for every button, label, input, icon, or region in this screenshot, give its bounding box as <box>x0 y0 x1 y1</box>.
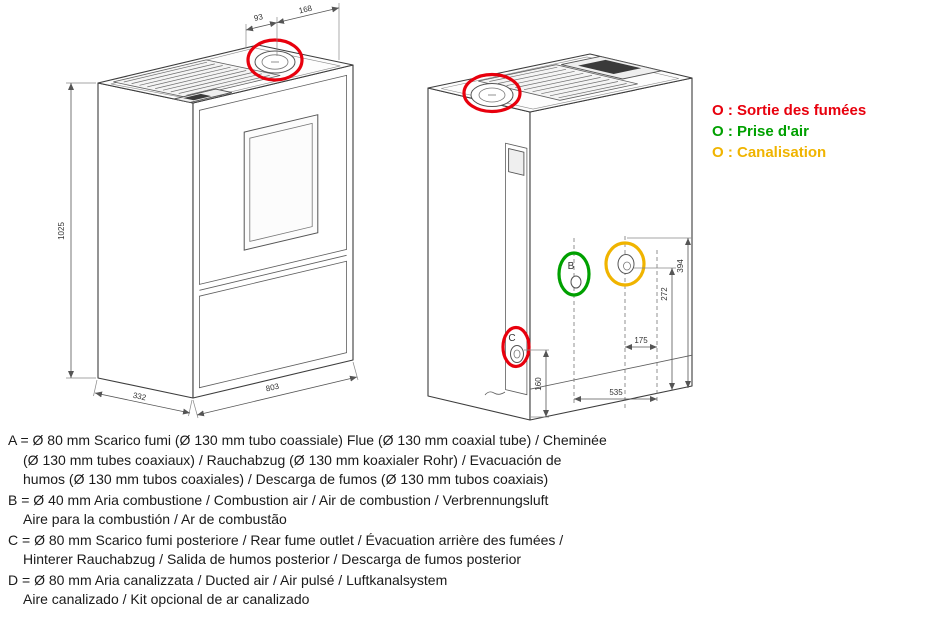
note-c: C = Ø 80 mm Scarico fumi posteriore / Re… <box>8 531 564 568</box>
flue-outlet-a-rear-view <box>470 83 514 107</box>
note-b: B = Ø 40 mm Aria combustione / Combustio… <box>8 491 549 528</box>
flue-outlet-a <box>254 50 296 74</box>
dim-outlet-d-offset: 175 <box>634 336 648 345</box>
legend-ducting: O : Canalisation <box>712 144 827 161</box>
control-panel <box>173 88 232 103</box>
stove-front-view: 93 168 1025 803 332 <box>57 3 359 419</box>
outlet-b-highlight-ring <box>557 251 591 297</box>
dim-flue-offset-a: 93 <box>253 12 264 23</box>
display-screen-rear-view <box>578 59 642 74</box>
pedestal-panel <box>198 260 348 389</box>
side-panel <box>97 82 194 399</box>
dim-flue-offset-b: 168 <box>298 4 314 16</box>
color-legend: O : Sortie des fumées O : Prise d'air O … <box>712 100 866 163</box>
display-screen <box>183 93 212 101</box>
stove-rear-view: C B 394 272 175 535 <box>427 53 693 421</box>
dim-width: 803 <box>265 382 281 394</box>
dim-height: 1025 <box>57 222 66 240</box>
note-a: A = Ø 80 mm Scarico fumi (Ø 130 mm tubo … <box>8 432 607 487</box>
callout-letter-c: C <box>508 333 515 344</box>
dim-outlet-d-height: 394 <box>676 259 685 273</box>
note-d: D = Ø 80 mm Aria canalizzata / Ducted ai… <box>8 571 448 608</box>
dim-outlet-b-height: 272 <box>660 287 669 301</box>
connection-notes: A = Ø 80 mm Scarico fumi (Ø 130 mm tubo … <box>8 431 924 611</box>
dim-outlet-b-offset: 535 <box>609 388 623 397</box>
back-outlets <box>529 236 693 410</box>
legend-flue-outlet: O : Sortie des fumées <box>712 102 867 119</box>
outlet-b <box>570 275 582 289</box>
stove-technical-diagram: 93 168 1025 803 332 <box>57 3 693 421</box>
legend-air-intake: O : Prise d'air <box>712 123 809 140</box>
side-panel-rear-view <box>427 87 531 421</box>
outlet-d <box>617 254 635 274</box>
left-view-dimensions: 93 168 1025 803 332 <box>57 3 359 419</box>
outlet-d-highlight-ring <box>604 241 646 287</box>
flue-outlet-highlight-ring-rear <box>462 72 522 114</box>
rear-fume-channel <box>484 142 528 396</box>
dim-outlet-c-height: 160 <box>534 377 543 391</box>
stove-door <box>198 74 348 389</box>
callout-letter-b: B <box>568 261 575 272</box>
dim-depth: 332 <box>132 391 147 403</box>
control-panel-rear-view <box>561 55 662 80</box>
outlet-c-highlight-ring <box>501 325 531 369</box>
top-grille <box>113 59 281 98</box>
rear-view-dimensions: 394 272 175 535 160 <box>524 237 692 418</box>
door-window <box>243 114 319 251</box>
flue-outlet-highlight-ring <box>246 38 304 82</box>
outlet-c <box>510 345 524 363</box>
power-cord <box>484 391 506 396</box>
